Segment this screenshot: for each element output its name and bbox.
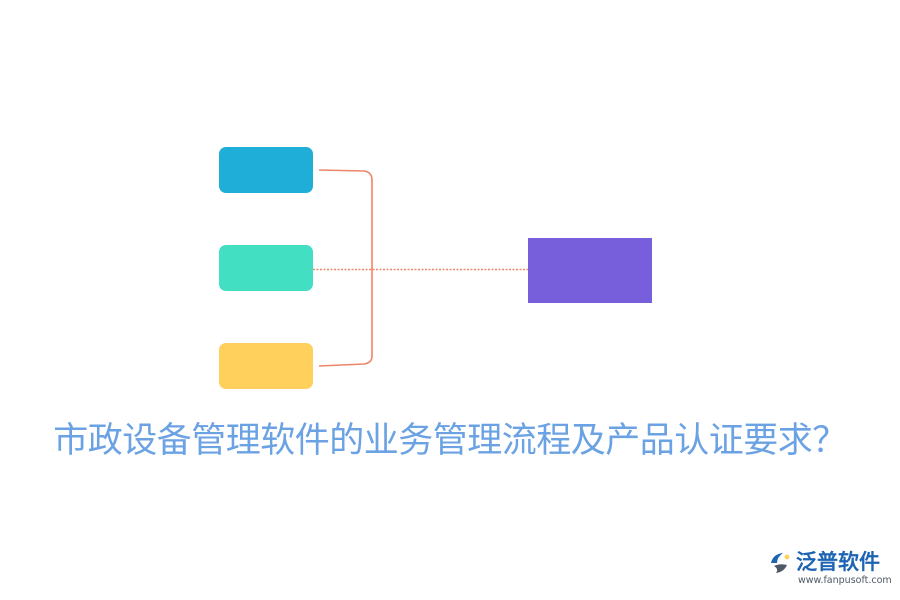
diagram-node-2	[219, 245, 313, 291]
page-title: 市政设备管理软件的业务管理流程及产品认证要求？	[53, 421, 847, 461]
fanpu-logo-icon	[771, 553, 790, 573]
diagram-node-1	[219, 147, 313, 193]
bracket-connector	[318, 169, 373, 367]
brand-watermark: 泛普软件 www.fanpusoft.com	[768, 548, 892, 588]
diagram-node-3	[219, 343, 313, 389]
brand-name: 泛普软件	[796, 550, 880, 574]
brand-url: www.fanpusoft.com	[798, 575, 892, 586]
diagram-target-node	[528, 238, 652, 303]
